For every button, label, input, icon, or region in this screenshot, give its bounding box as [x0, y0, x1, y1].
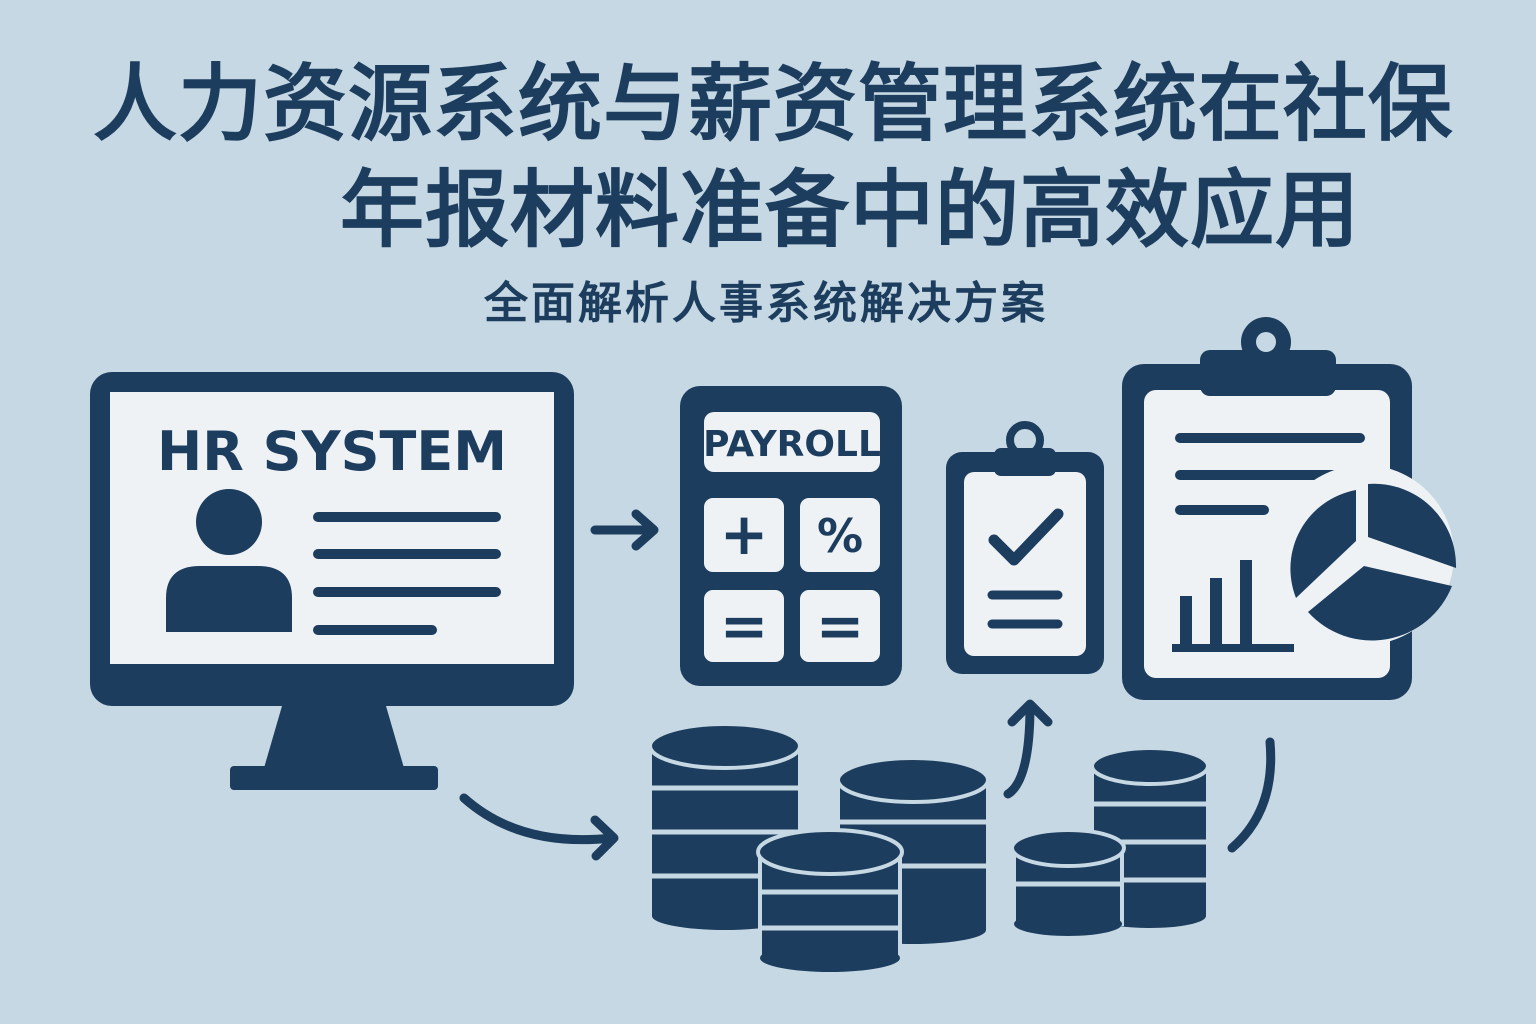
page-subtitle: 全面解析人事系统解决方案: [484, 278, 1048, 329]
bar-chart-icon: [1172, 560, 1294, 652]
payroll-label: PAYROLL: [703, 424, 881, 465]
report-text-lines: [1175, 433, 1365, 515]
pie-chart-icon: [1274, 465, 1457, 645]
arrow-right-icon: [590, 509, 659, 551]
checkmark-icon: [988, 508, 1064, 566]
monitor-stand: [264, 706, 404, 768]
database-stacks: [648, 722, 1210, 972]
calculator-display: [704, 412, 880, 472]
percent-icon: %: [817, 509, 863, 563]
page-title-line-1: 人力资源系统与薪资管理系统在社保: [92, 55, 1453, 153]
checklist-clipboard: [946, 421, 1104, 674]
connector-curve: [1227, 737, 1276, 853]
arrow-curved-right-icon: [459, 793, 619, 861]
equals-icon: =: [816, 592, 865, 660]
database-stack: [1010, 828, 1126, 936]
equals-icon: =: [720, 592, 769, 660]
calculator-key-percent: [800, 498, 880, 572]
calculator-key-equals-2: [800, 590, 880, 662]
report-clipboard: [1122, 317, 1457, 700]
clipboard-ring: [1006, 421, 1044, 459]
payroll-calculator: PAYROLL + % = =: [680, 386, 902, 686]
plus-icon: +: [720, 500, 769, 568]
arrow-up-icon: [1003, 699, 1053, 799]
database-stack: [648, 722, 802, 930]
profile-text-lines: [313, 512, 501, 635]
hr-system-label: HR SYSTEM: [157, 420, 507, 483]
calculator-key-plus: [704, 498, 784, 572]
hr-system-monitor: HR SYSTEM: [90, 372, 574, 790]
monitor-base: [230, 766, 438, 790]
page-title-line-2: 年报材料准备中的高效应用: [340, 161, 1361, 259]
user-profile-icon: [166, 489, 292, 632]
report-clip: [1200, 350, 1336, 396]
clipboard-clip: [994, 448, 1056, 476]
database-stack: [756, 828, 904, 972]
calculator-key-equals-1: [704, 590, 784, 662]
